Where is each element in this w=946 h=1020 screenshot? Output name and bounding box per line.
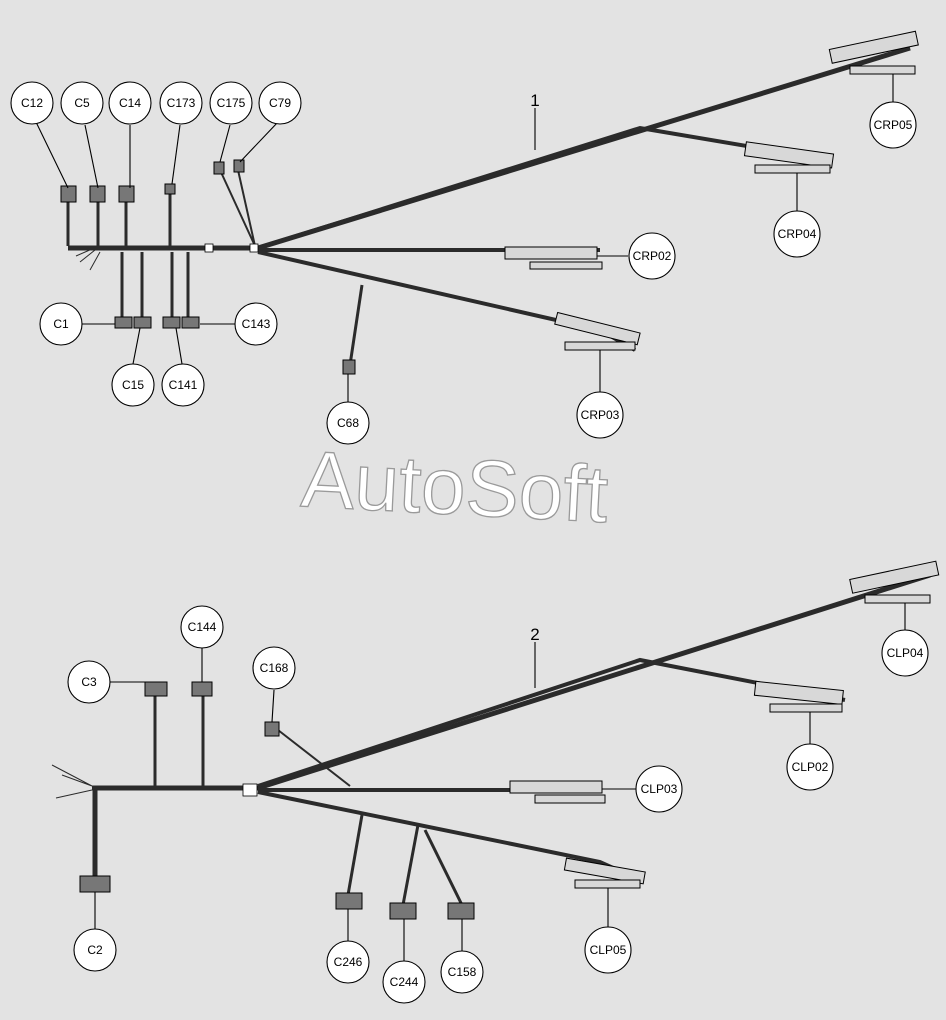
callout-c168: C168 [252, 646, 296, 690]
callout-label: CLP04 [887, 646, 924, 660]
callout-c68: C68 [326, 401, 370, 445]
callout-label: C244 [390, 975, 419, 989]
callout-label: C2 [87, 943, 103, 957]
callout-label: C79 [269, 96, 291, 110]
callout-label: C173 [167, 96, 196, 110]
callout-label: C3 [81, 675, 97, 689]
callout-label: C14 [119, 96, 141, 110]
callout-crp03: CRP03 [576, 391, 624, 439]
callout-label: CLP02 [792, 760, 829, 774]
callout-crp04: CRP04 [773, 210, 821, 258]
harness-assembly-2 [51, 560, 940, 920]
callout-clp04: CLP04 [881, 629, 929, 677]
assembly-number-2: 2 [530, 625, 539, 644]
callout-clp03: CLP03 [635, 765, 683, 813]
callout-label: C1 [53, 317, 69, 331]
callout-c3: C3 [67, 660, 111, 704]
callout-label: C144 [188, 620, 217, 634]
callout-c15: C15 [111, 363, 155, 407]
callout-c143: C143 [234, 302, 278, 346]
callout-c14: C14 [108, 81, 152, 125]
callout-c2: C2 [73, 928, 117, 972]
callout-label: CRP03 [581, 408, 620, 422]
callout-label: C12 [21, 96, 43, 110]
callout-label: CLP03 [641, 782, 678, 796]
callout-c141: C141 [161, 363, 205, 407]
callout-label: C143 [242, 317, 271, 331]
callout-c1: C1 [39, 302, 83, 346]
callout-label: C141 [169, 378, 198, 392]
callout-clp05: CLP05 [584, 926, 632, 974]
leader-lines-2 [94, 603, 906, 962]
callout-label: C175 [217, 96, 246, 110]
callout-c173: C173 [159, 81, 203, 125]
callout-c244: C244 [382, 960, 426, 1004]
callout-c144: C144 [180, 605, 224, 649]
callout-c175: C175 [209, 81, 253, 125]
callout-c246: C246 [326, 940, 370, 984]
callout-label: CLP05 [590, 943, 627, 957]
callout-label: C5 [74, 96, 90, 110]
callout-label: C68 [337, 416, 359, 430]
callout-crp02: CRP02 [628, 232, 676, 280]
harness-assembly-1 [60, 30, 919, 375]
callout-label: C158 [448, 965, 477, 979]
callout-crp05: CRP05 [869, 101, 917, 149]
callout-clp02: CLP02 [786, 743, 834, 791]
assembly-number-1: 1 [530, 91, 539, 110]
callout-label: C246 [334, 955, 363, 969]
callout-label: CRP05 [874, 118, 913, 132]
callout-c158: C158 [440, 950, 484, 994]
callout-c5: C5 [60, 81, 104, 125]
leader-lines-1 [35, 74, 894, 402]
callout-label: CRP02 [633, 249, 672, 263]
callout-label: CRP04 [778, 227, 817, 241]
callout-c79: C79 [258, 81, 302, 125]
callout-label: C15 [122, 378, 144, 392]
callout-label: C168 [260, 661, 289, 675]
callout-c12: C12 [10, 81, 54, 125]
watermark: AutoSoft [299, 434, 610, 539]
